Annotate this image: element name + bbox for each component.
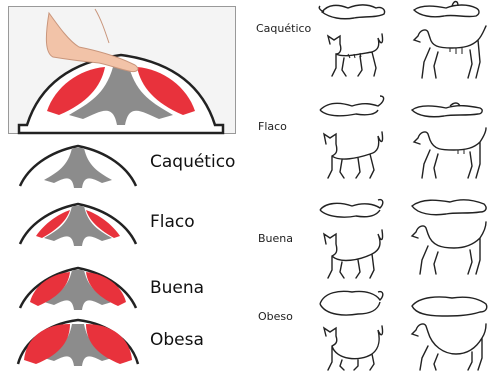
dog-side-view-obeso <box>410 320 490 372</box>
left-label-flaco: Flaco <box>150 212 195 232</box>
cat-top-view-buena <box>316 198 386 222</box>
cross-section-buena <box>14 260 142 310</box>
dog-side-view-caquetico <box>412 22 488 82</box>
cross-section-obesa <box>14 314 142 366</box>
cross-section-flaco <box>14 196 142 246</box>
left-label-buena: Buena <box>150 278 204 298</box>
cross-section-caquetico <box>14 138 142 188</box>
dog-top-view-obeso <box>410 294 490 320</box>
cat-side-view-obeso <box>316 320 388 372</box>
left-label-caquetico: Caquético <box>150 152 235 172</box>
hand <box>46 13 138 72</box>
cat-top-view-flaco <box>316 96 388 122</box>
right-label-buena: Buena <box>258 232 293 245</box>
right-label-caquetico: Caquético <box>256 22 311 35</box>
right-label-obeso: Obeso <box>258 310 293 323</box>
muscle-right <box>86 324 132 364</box>
palpation-illustration <box>9 7 235 133</box>
cat-side-view-caquetico <box>320 24 390 80</box>
hand-crease <box>95 9 109 43</box>
dog-top-view-flaco <box>410 100 486 122</box>
cat-side-view-buena <box>318 222 388 282</box>
cat-top-view-obeso <box>316 288 386 318</box>
cat-top-view-caquetico <box>318 0 388 22</box>
left-label-obesa: Obesa <box>150 330 204 350</box>
cat-side-view-flaco <box>318 124 388 182</box>
muscle-left <box>24 324 70 364</box>
dog-side-view-buena <box>410 216 490 278</box>
right-label-flaco: Flaco <box>258 120 287 133</box>
palpation-illustration-box <box>8 6 236 134</box>
dog-top-view-caquetico <box>412 0 482 22</box>
dog-side-view-flaco <box>412 122 488 182</box>
